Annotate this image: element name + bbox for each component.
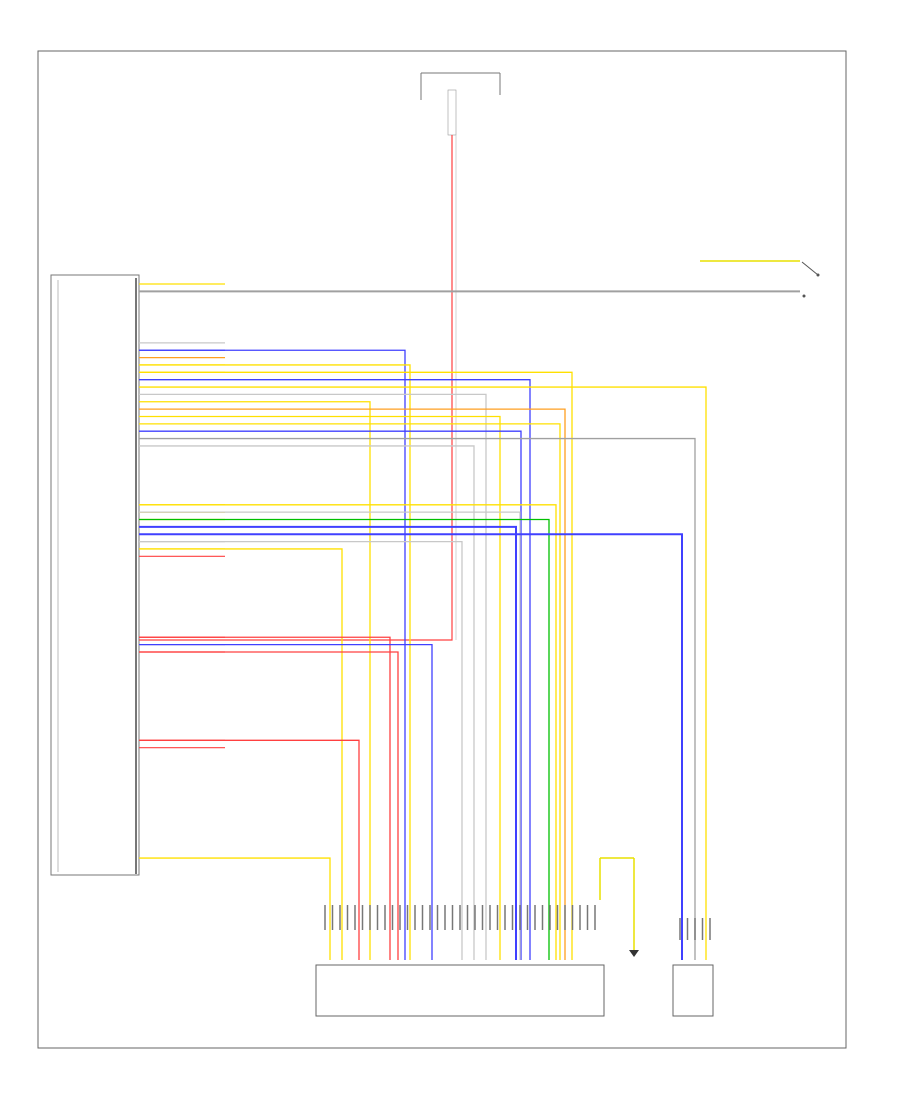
control-module — [50, 274, 140, 876]
wire — [139, 651, 399, 960]
wire — [139, 511, 521, 960]
wire — [139, 636, 391, 960]
wire — [139, 401, 371, 960]
ground-symbol — [599, 857, 639, 957]
wire — [139, 364, 411, 960]
wire — [139, 386, 707, 960]
wire — [139, 518, 550, 960]
page-frame — [37, 50, 847, 1049]
wire — [139, 533, 683, 960]
wire — [139, 430, 522, 960]
wire — [139, 415, 501, 960]
wire — [139, 525, 517, 960]
wire — [139, 548, 343, 960]
right-sensor-module — [672, 964, 714, 1017]
wire — [139, 423, 561, 960]
wire — [139, 135, 453, 641]
wire — [139, 504, 557, 960]
wire — [139, 445, 475, 960]
wire — [139, 371, 573, 960]
wire — [139, 437, 696, 960]
wire — [139, 643, 433, 960]
bottom-connector-module — [315, 964, 605, 1017]
top-fuse-block — [420, 72, 501, 136]
wire — [139, 408, 566, 960]
wire — [139, 540, 463, 960]
right-switch — [700, 260, 820, 298]
wire — [139, 857, 331, 960]
wire — [139, 349, 406, 960]
wire-layer — [139, 135, 800, 960]
wire — [139, 393, 487, 960]
wire — [139, 379, 531, 960]
wire — [139, 739, 360, 960]
